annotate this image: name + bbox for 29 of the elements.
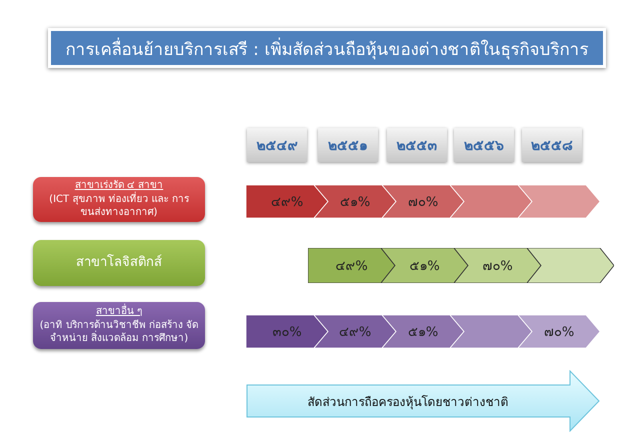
- chevron-segment: ๔๙%: [314, 315, 396, 348]
- year-box: ๒๕๕๓: [387, 128, 447, 162]
- year-box: ๒๕๕๑: [318, 128, 378, 162]
- year-box: ๒๕๔๙: [247, 128, 307, 162]
- chevron-segment: ๔๙%: [308, 248, 395, 283]
- chevron-segment: ๓๐%: [246, 315, 328, 348]
- title-banner: การเคลื่อนย้ายบริการเสรี : เพิ่มสัดส่วนถือหุ้นของต่างชาติในธุรกิจบริการ: [48, 28, 606, 68]
- sector-name: สาขาโลจิสติกส์: [76, 254, 162, 272]
- sector-note: (อาทิ บริการด้านวิชาชีพ ก่อสร้าง จัดจำหน่าย สิ่งแวดล้อม การศึกษา): [39, 318, 199, 346]
- chevron-segment: ๗๐%: [454, 248, 541, 283]
- sector-box: [33, 302, 205, 349]
- chevron-segment: ๕๑%: [382, 315, 464, 348]
- chevron-segment: [450, 185, 532, 218]
- sector-box: [33, 177, 205, 222]
- chevron-segment: ๗๐%: [518, 315, 600, 348]
- chevron-segment: [450, 315, 532, 348]
- year-box: ๒๕๕๘: [522, 128, 582, 162]
- block-arrow: สัดส่วนการถือครองหุ้นโดยชาวต่างชาติ: [246, 370, 600, 432]
- chevron-segment: ๕๑%: [381, 248, 468, 283]
- sector-heading: สาขาอื่น ๆ: [96, 305, 142, 319]
- chevron-segment: ๕๑%: [314, 185, 396, 218]
- chevron-segment: ๗๐%: [382, 185, 464, 218]
- chevron-segment: [518, 185, 600, 218]
- sector-box: [33, 240, 205, 286]
- chevron-segment: ๔๙%: [246, 185, 328, 218]
- sector-note: (ICT สุขภาพ ท่องเที่ยว และ การขนส่งทางอากาศ): [48, 192, 190, 220]
- chevron-segment: [527, 248, 614, 283]
- sector-heading: สาขาเร่งรัด ๔ สาขา: [74, 179, 164, 192]
- year-box: ๒๕๕๖: [454, 128, 514, 162]
